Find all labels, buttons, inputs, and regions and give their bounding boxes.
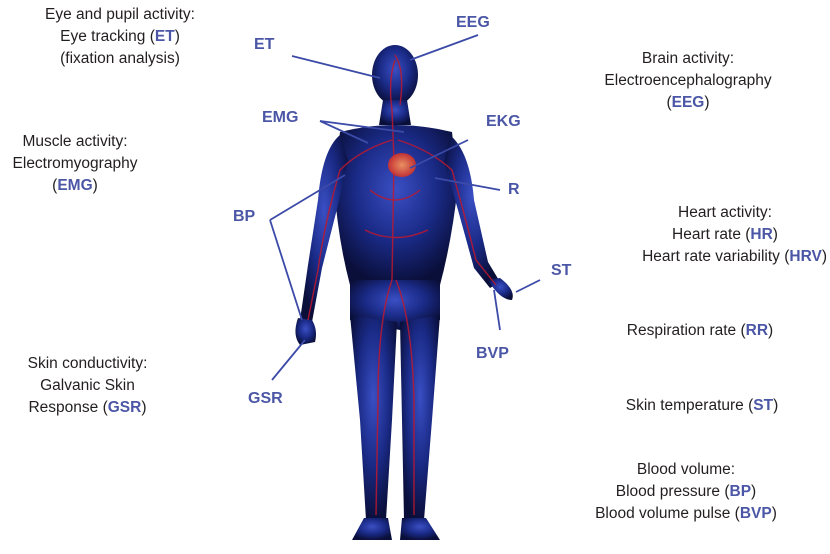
heart-activity-heading: Heart activity: [580, 202, 830, 224]
respiration-text: Respiration rate ( [627, 322, 746, 339]
tag-eeg: EEG [456, 14, 490, 32]
heart-rate-line: Heart rate (HR) [580, 224, 830, 246]
close-paren: ) [751, 483, 756, 500]
eye-activity-heading: Eye and pupil activity: [10, 4, 230, 26]
blood-volume-heading: Blood volume: [566, 459, 806, 481]
close-paren: ) [704, 94, 709, 111]
skin-conductivity-heading: Skin conductivity: [0, 353, 175, 375]
gsr-abbreviation: GSR [108, 399, 142, 416]
brain-activity-description: Brain activity: Electroencephalography (… [578, 48, 798, 114]
blood-volume-pulse-text: Blood volume pulse ( [595, 505, 740, 522]
rr-abbreviation: RR [746, 322, 768, 339]
electromyography-line: Electromyography [0, 153, 150, 175]
blood-pressure-text: Blood pressure ( [616, 483, 730, 500]
tag-bp: BP [233, 208, 255, 226]
close-paren: ) [175, 28, 180, 45]
close-paren: ) [141, 399, 146, 416]
emg-abbreviation: EMG [57, 177, 92, 194]
close-paren: ) [772, 505, 777, 522]
blood-pressure-line: Blood pressure (BP) [566, 481, 806, 503]
response-text: Response ( [28, 399, 107, 416]
emg-line: (EMG) [0, 175, 150, 197]
close-paren: ) [768, 322, 773, 339]
tag-bvp: BVP [476, 345, 509, 363]
muscle-activity-heading: Muscle activity: [0, 131, 150, 153]
gsr-line: Response (GSR) [0, 397, 175, 419]
body-silhouette [295, 45, 512, 540]
hrv-text: Heart rate variability ( [642, 248, 789, 265]
et-abbreviation: ET [155, 28, 175, 45]
skin-temperature-line: Skin temperature (ST) [602, 395, 802, 417]
tag-r: R [508, 181, 520, 199]
skin-temperature-text: Skin temperature ( [626, 397, 754, 414]
hrv-abbreviation: HRV [789, 248, 821, 265]
hr-abbreviation: HR [750, 226, 772, 243]
bp-abbreviation: BP [730, 483, 752, 500]
tag-emg: EMG [262, 109, 298, 127]
electroencephalography-line: Electroencephalography [578, 70, 798, 92]
blood-volume-pulse-line: Blood volume pulse (BVP) [566, 503, 806, 525]
heart-glow [388, 153, 416, 177]
respiration-line: Respiration rate (RR) [600, 320, 800, 342]
skin-temperature-description: Skin temperature (ST) [602, 395, 802, 417]
eye-tracking-line: Eye tracking (ET) [10, 26, 230, 48]
galvanic-skin-line: Galvanic Skin [0, 375, 175, 397]
close-paren: ) [822, 248, 827, 265]
heart-rate-text: Heart rate ( [672, 226, 750, 243]
respiration-description: Respiration rate (RR) [600, 320, 800, 342]
st-abbreviation: ST [753, 397, 773, 414]
close-paren: ) [773, 397, 778, 414]
muscle-activity-description: Muscle activity: Electromyography (EMG) [0, 131, 150, 197]
tag-gsr: GSR [248, 390, 283, 408]
close-paren: ) [773, 226, 778, 243]
eye-activity-description: Eye and pupil activity: Eye tracking (ET… [10, 4, 230, 70]
heart-activity-description: Heart activity: Heart rate (HR) Heart ra… [580, 202, 830, 268]
eeg-abbreviation: EEG [672, 94, 705, 111]
skin-conductivity-description: Skin conductivity: Galvanic Skin Respons… [0, 353, 175, 419]
eeg-line: (EEG) [578, 92, 798, 114]
fixation-analysis-line: (fixation analysis) [10, 48, 230, 70]
bvp-abbreviation: BVP [740, 505, 772, 522]
brain-activity-heading: Brain activity: [578, 48, 798, 70]
hrv-line: Heart rate variability (HRV) [580, 246, 830, 268]
blood-volume-description: Blood volume: Blood pressure (BP) Blood … [566, 459, 806, 525]
close-paren: ) [93, 177, 98, 194]
eye-tracking-text: Eye tracking ( [60, 28, 155, 45]
tag-st: ST [551, 262, 571, 280]
tag-et: ET [254, 36, 274, 54]
tag-ekg: EKG [486, 113, 521, 131]
